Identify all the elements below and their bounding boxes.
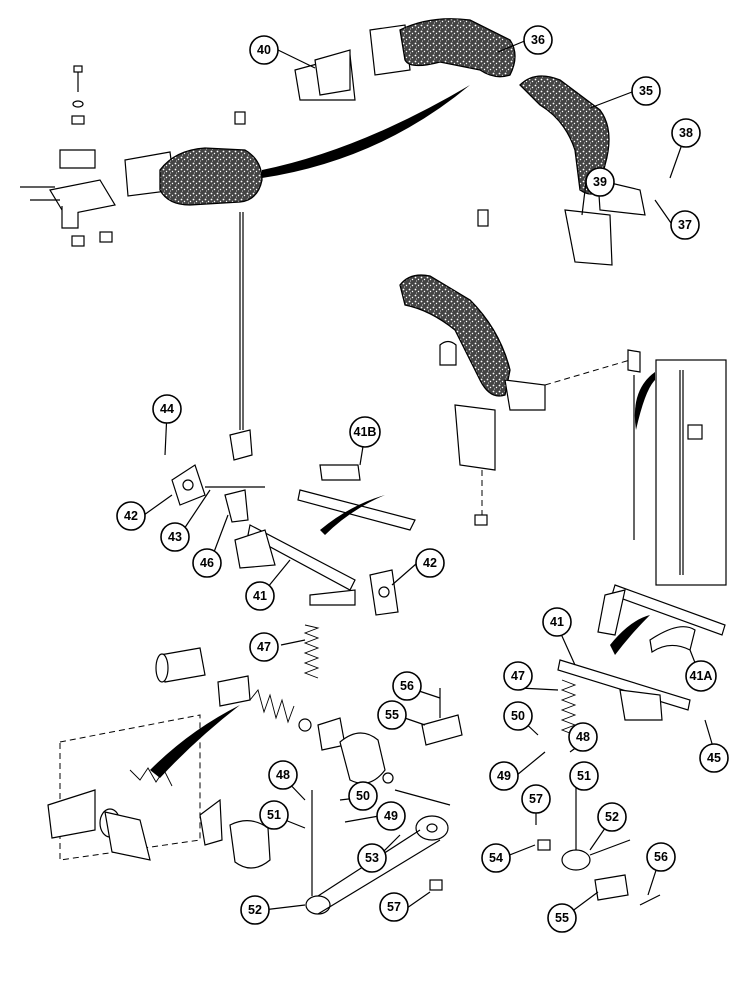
svg-text:57: 57 (387, 900, 401, 914)
callout-56-upper: 56 (392, 671, 422, 701)
callout-54: 54 (481, 843, 511, 873)
callout-49-left: 49 (376, 801, 406, 831)
svg-text:35: 35 (639, 84, 653, 98)
svg-text:41A: 41A (690, 669, 713, 683)
svg-text:56: 56 (400, 679, 414, 693)
callout-46: 46 (192, 548, 222, 578)
svg-text:48: 48 (276, 768, 290, 782)
callout-45: 45 (699, 743, 729, 773)
callout-43: 43 (160, 522, 190, 552)
svg-text:39: 39 (593, 175, 607, 189)
lever-assembly-left (171, 429, 416, 616)
svg-text:55: 55 (385, 708, 399, 722)
svg-text:51: 51 (267, 808, 281, 822)
lever-assembly-right (557, 584, 726, 721)
mid-handle-assembly (399, 209, 641, 540)
svg-text:41B: 41B (354, 425, 377, 439)
callout-35: 35 (631, 76, 661, 106)
callout-42-upper: 42 (116, 501, 146, 531)
callout-41B: 41B (349, 416, 381, 448)
callout-55-upper: 55 (377, 700, 407, 730)
svg-text:46: 46 (200, 556, 214, 570)
callout-41-right: 41 (542, 607, 572, 637)
callout-50-right: 50 (503, 701, 533, 731)
right-upper-handle (519, 75, 646, 266)
upper-handle-bracket (294, 18, 516, 101)
svg-text:36: 36 (531, 33, 545, 47)
svg-text:55: 55 (555, 911, 569, 925)
svg-text:57: 57 (529, 792, 543, 806)
svg-text:49: 49 (384, 809, 398, 823)
callout-56-lower: 56 (646, 842, 676, 872)
svg-text:42: 42 (124, 509, 138, 523)
svg-text:52: 52 (605, 810, 619, 824)
cable-pulleys (305, 785, 631, 915)
svg-text:53: 53 (365, 851, 379, 865)
callout-41A: 41A (685, 660, 717, 692)
callout-49-right: 49 (489, 761, 519, 791)
svg-text:45: 45 (707, 751, 721, 765)
svg-text:56: 56 (654, 850, 668, 864)
callout-39: 39 (585, 167, 615, 197)
svg-text:54: 54 (489, 851, 503, 865)
callout-53: 53 (357, 843, 387, 873)
small-hardware (421, 688, 661, 906)
callout-48-left: 48 (268, 760, 298, 790)
callout-40: 40 (249, 35, 279, 65)
callout-52-right: 52 (597, 802, 627, 832)
svg-text:47: 47 (257, 640, 271, 654)
left-handle-assembly (20, 65, 470, 430)
inset-detail (634, 359, 727, 586)
springs (303, 624, 577, 736)
svg-text:50: 50 (356, 789, 370, 803)
svg-text:50: 50 (511, 709, 525, 723)
svg-text:41: 41 (550, 615, 564, 629)
callout-50-left: 50 (348, 781, 378, 811)
svg-text:44: 44 (160, 402, 174, 416)
svg-text:51: 51 (577, 769, 591, 783)
callout-42-lower: 42 (415, 548, 445, 578)
svg-text:40: 40 (257, 43, 271, 57)
callout-36: 36 (523, 25, 553, 55)
callout-57-right: 57 (521, 784, 551, 814)
callout-37: 37 (670, 210, 700, 240)
plunger-assembly (47, 647, 394, 869)
callout-38: 38 (671, 118, 701, 148)
svg-text:37: 37 (678, 218, 692, 232)
svg-text:43: 43 (168, 530, 182, 544)
callout-57-left: 57 (379, 892, 409, 922)
svg-text:49: 49 (497, 769, 511, 783)
svg-text:42: 42 (423, 556, 437, 570)
callout-51-right: 51 (569, 761, 599, 791)
svg-text:48: 48 (576, 730, 590, 744)
callout-48-right: 48 (568, 722, 598, 752)
svg-text:52: 52 (248, 903, 262, 917)
svg-text:41: 41 (253, 589, 267, 603)
callout-44: 44 (152, 394, 182, 424)
svg-text:38: 38 (679, 126, 693, 140)
callout-41-left: 41 (245, 581, 275, 611)
callout-51-left: 51 (259, 800, 289, 830)
callout-55-lower: 55 (547, 903, 577, 933)
callout-47-right: 47 (503, 661, 533, 691)
callout-52-left: 52 (240, 895, 270, 925)
callout-47-left: 47 (249, 632, 279, 662)
svg-text:47: 47 (511, 669, 525, 683)
